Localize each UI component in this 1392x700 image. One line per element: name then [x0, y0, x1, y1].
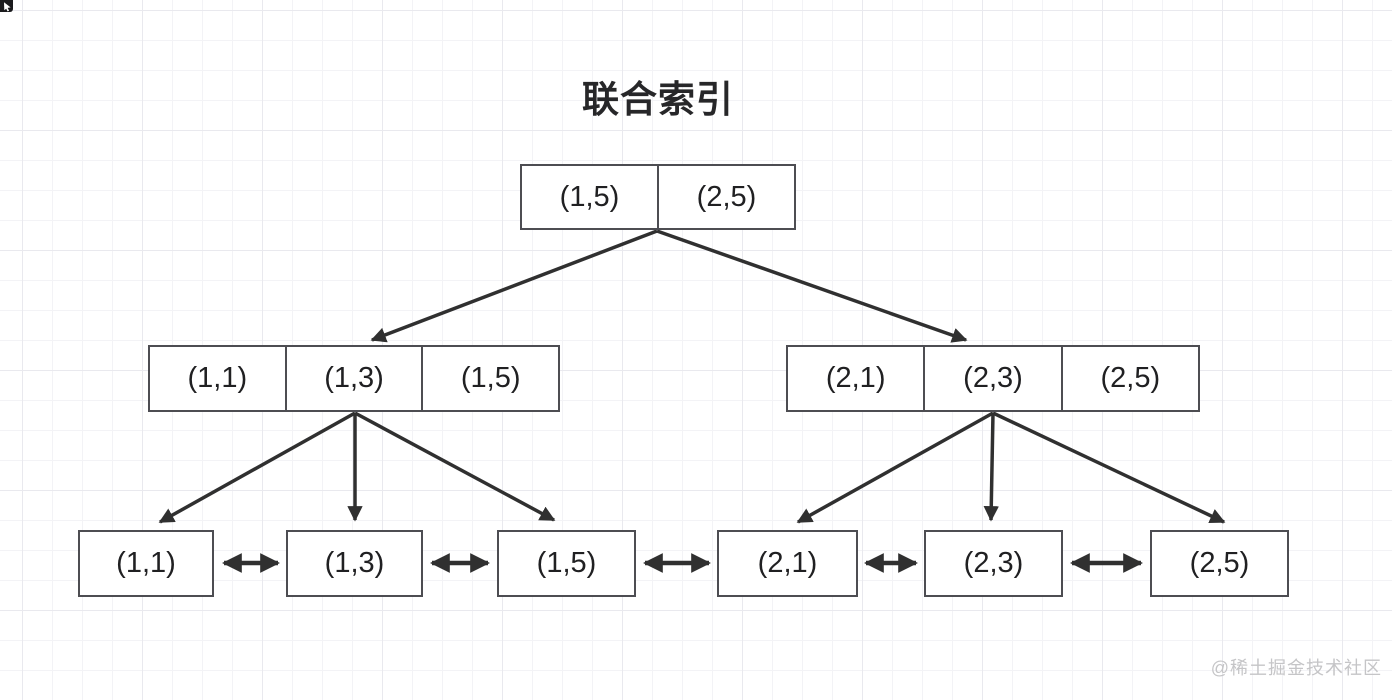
- edge-right-internal-to-leaf-6: [992, 411, 1226, 524]
- diagram-title: 联合索引: [582, 79, 734, 120]
- cursor-icon: [0, 0, 13, 12]
- leaf-node-3: (1,5): [497, 530, 636, 597]
- leaf-node-2: (1,3): [286, 530, 423, 597]
- leaf-node-3-label: (1,5): [536, 547, 597, 579]
- root-node: (1,5) (2,5): [520, 164, 796, 230]
- root-cell-1: (1,5): [559, 180, 620, 213]
- edge-left-internal-to-leaf-3: [354, 411, 556, 522]
- internal-right-cell-2: (2,3): [923, 347, 1060, 410]
- internal-right-cell-3: (2,5): [1060, 347, 1198, 410]
- leaf-node-5-label: (2,3): [963, 547, 1024, 579]
- edge-root-to-left-internal: [370, 229, 658, 343]
- internal-left-cell-1: (1,1): [187, 362, 248, 394]
- leaf-node-6-label: (2,5): [1189, 547, 1250, 579]
- leaf-node-6: (2,5): [1150, 530, 1289, 597]
- edge-root-to-right-internal: [656, 229, 968, 343]
- edge-right-internal-to-leaf-4: [796, 411, 994, 524]
- root-cell-2: (2,5): [657, 166, 794, 228]
- internal-right-cell-1: (2,1): [825, 362, 886, 394]
- leaf-node-4: (2,1): [717, 530, 858, 597]
- leaf-node-1-label: (1,1): [116, 547, 176, 579]
- leaf-node-1: (1,1): [78, 530, 214, 597]
- leaf-node-5: (2,3): [924, 530, 1063, 597]
- internal-left-cell-2: (1,3): [284, 347, 422, 410]
- internal-node-left: (1,1) (1,3) (1,5): [148, 345, 560, 412]
- edge-left-internal-to-leaf-1: [158, 411, 356, 524]
- edge-right-internal-to-leaf-5: [983, 412, 999, 522]
- leaf-node-4-label: (2,1): [757, 547, 818, 579]
- internal-node-right: (2,1) (2,3) (2,5): [786, 345, 1200, 412]
- watermark: @稀土掘金技术社区: [1210, 658, 1382, 678]
- internal-left-cell-3: (1,5): [421, 347, 558, 410]
- leaf-node-2-label: (1,3): [324, 547, 385, 579]
